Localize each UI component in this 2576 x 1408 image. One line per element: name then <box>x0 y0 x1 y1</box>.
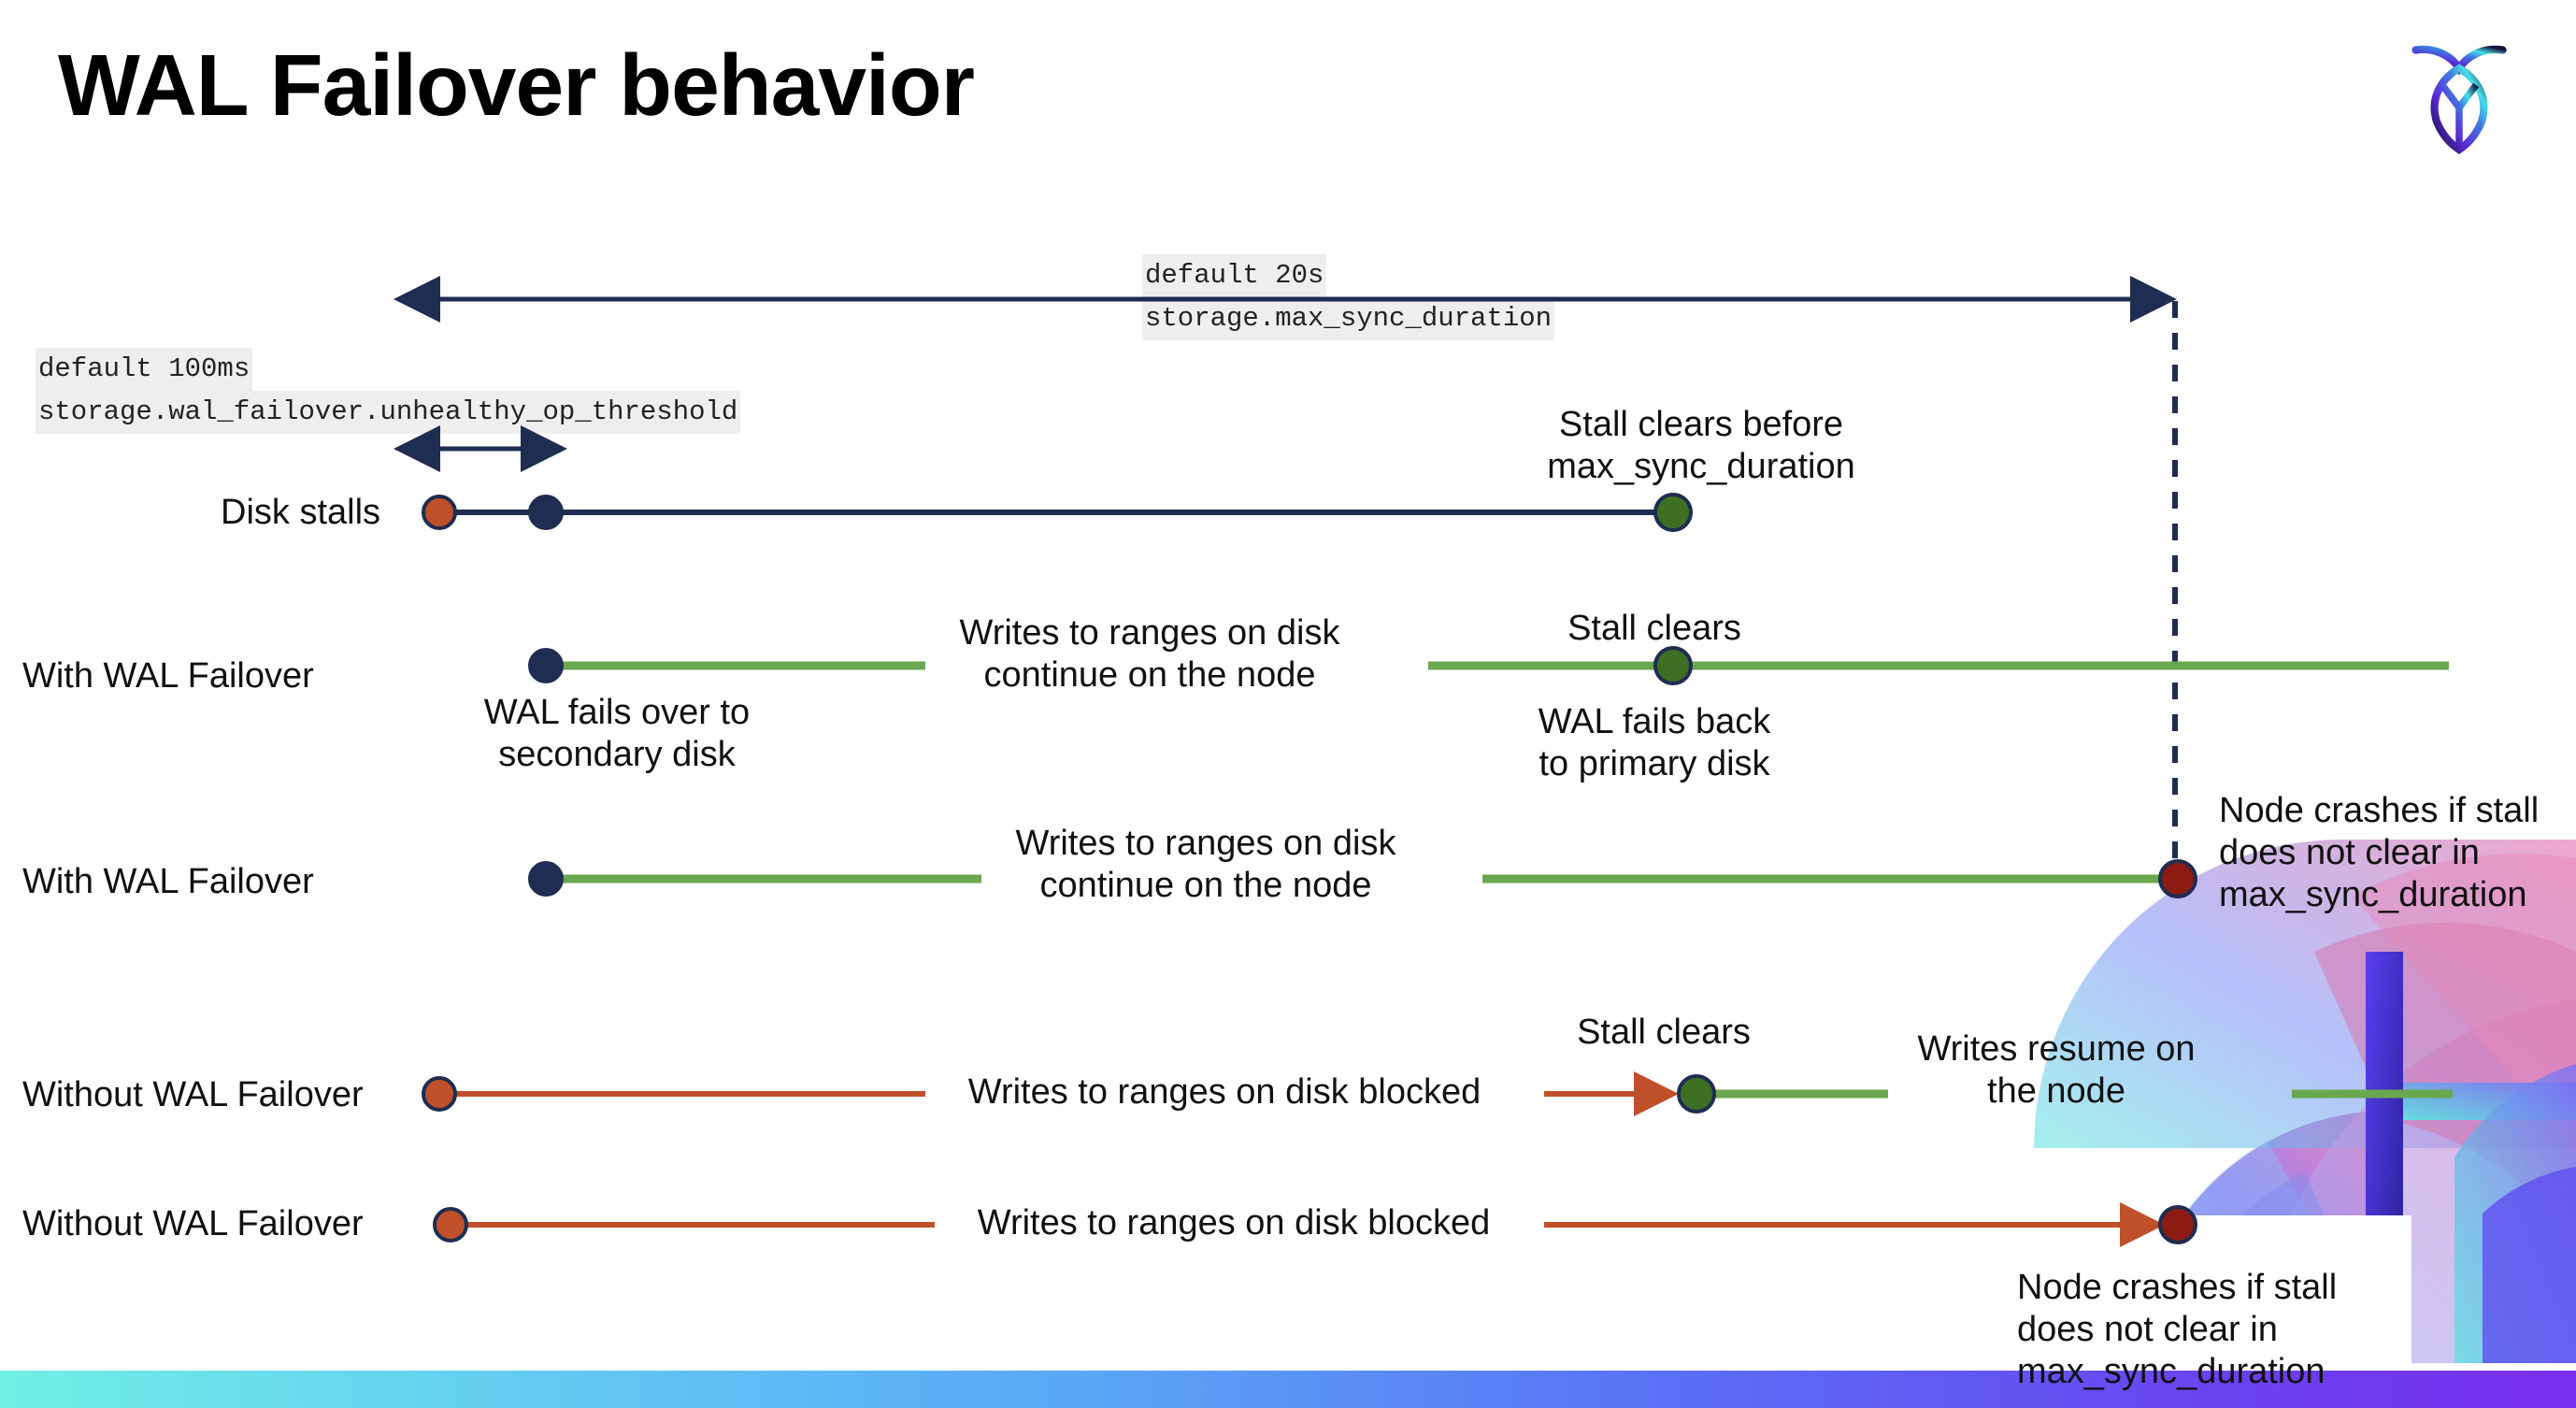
marker-stall-start <box>422 495 457 530</box>
anno-stall-clears-row4: Stall clears <box>1577 1013 1751 1052</box>
row-with-wal-failover-crashes <box>528 859 2197 898</box>
anno-wal-fails-back: WAL fails back to primary disk <box>1538 702 1771 783</box>
unhealthy-op-threshold-name: storage.wal_failover.unhealthy_op_thresh… <box>36 391 741 435</box>
anno-node-crashes-2: Node crashes if stall does not clear in … <box>2017 1268 2338 1391</box>
row-label-with-wal-1: With WAL Failover <box>22 656 314 696</box>
page-title: WAL Failover behavior <box>58 36 975 134</box>
anno-writes-continue-1: Writes to ranges on disk continue on the… <box>959 613 1340 695</box>
anno-stall-clears-row2: Stall clears <box>1567 609 1741 648</box>
anno-writes-continue-2: Writes to ranges on disk continue on the… <box>1015 824 1396 905</box>
row-without-wal-failover-crashes <box>433 1202 2197 1247</box>
anno-writes-blocked-2: Writes to ranges on disk blocked <box>977 1203 1491 1243</box>
marker-block-start-2 <box>433 1207 468 1243</box>
anno-writes-resume: Writes resume on the node <box>1917 1029 2196 1111</box>
marker-node-crash-2 <box>2158 1205 2197 1244</box>
marker-wal-stall-clears <box>1653 646 1693 685</box>
unhealthy-op-threshold-default: default 100ms <box>36 348 253 392</box>
anno-node-crashes-1: Node crashes if stall does not clear in … <box>2219 791 2540 914</box>
row-label-with-wal-2: With WAL Failover <box>22 862 314 901</box>
anno-writes-blocked-1: Writes to ranges on disk blocked <box>967 1072 1481 1112</box>
unhealthy-op-threshold-setting: default 100ms storage.wal_failover.unhea… <box>36 348 741 435</box>
row-label-without-wal-1: Without WAL Failover <box>22 1075 364 1114</box>
marker-stall-clears-row4 <box>1677 1074 1716 1113</box>
anno-wal-fails-over: WAL fails over to secondary disk <box>483 693 751 774</box>
marker-wal-failover-start-2 <box>528 861 564 897</box>
marker-node-crash-1 <box>2158 859 2197 898</box>
marker-stall-failover <box>528 495 564 530</box>
row-label-disk-stalls: Disk stalls <box>221 493 381 532</box>
bottom-accent-bar <box>0 1371 2576 1408</box>
row-disk-stalls <box>422 493 1693 532</box>
anno-stall-clears-before: Stall clears before max_sync_duration <box>1547 405 1855 486</box>
row-label-without-wal-2: Without WAL Failover <box>22 1204 364 1243</box>
marker-block-start-1 <box>422 1076 457 1112</box>
marker-wal-failover-start <box>528 648 564 683</box>
marker-stall-clears <box>1653 493 1693 532</box>
row-without-wal-failover-recovers <box>422 1071 2453 1116</box>
row-with-wal-failover-recovers <box>528 646 2449 685</box>
cockroachdb-logo <box>2411 45 2507 154</box>
